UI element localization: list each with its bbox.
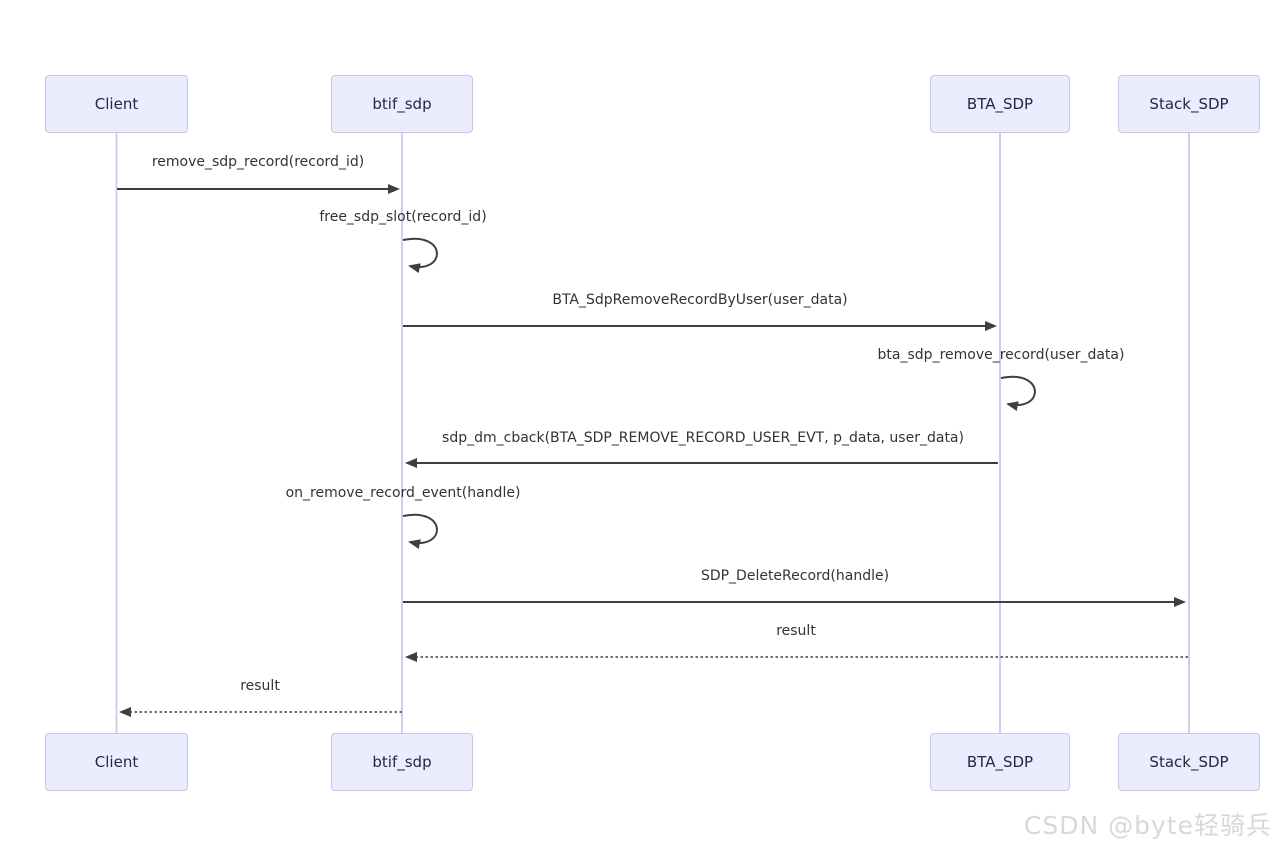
actor-top-stack-sdp: Stack_SDP (1118, 75, 1260, 133)
actor-bottom-client: Client (45, 733, 188, 791)
message-label-on-remove-record-event: on_remove_record_event(handle) (285, 485, 521, 501)
actor-top-bta-sdp: BTA_SDP (930, 75, 1070, 133)
message-label-result-btif-to-client: result (240, 678, 280, 694)
actor-bottom-stack-sdp: Stack_SDP (1118, 733, 1260, 791)
message-label-sdp-deleterecord: SDP_DeleteRecord(handle) (700, 568, 890, 584)
message-label-result-stack-to-btif: result (776, 623, 816, 639)
csdn-watermark: CSDN @byte轻骑兵 (1023, 811, 1272, 840)
actor-top-client: Client (45, 75, 188, 133)
message-label-sdp-dm-cback: sdp_dm_cback(BTA_SDP_REMOVE_RECORD_USER_… (442, 430, 964, 446)
message-label-bta-sdpremoverecordbyuser: BTA_SdpRemoveRecordByUser(user_data) (552, 292, 848, 308)
actor-top-btif-sdp: btif_sdp (331, 75, 473, 133)
actor-bottom-btif-sdp: btif_sdp (331, 733, 473, 791)
message-label-free-sdp-slot: free_sdp_slot(record_id) (319, 209, 487, 225)
message-label-bta-sdp-remove-record: bta_sdp_remove_record(user_data) (877, 347, 1125, 363)
self-loop-on-remove-record-event (402, 513, 438, 549)
message-label-remove-sdp-record: remove_sdp_record(record_id) (151, 154, 365, 170)
self-loop-free-sdp-slot (402, 237, 438, 273)
self-loop-bta-sdp-remove-record (1000, 375, 1036, 411)
actor-bottom-bta-sdp: BTA_SDP (930, 733, 1070, 791)
